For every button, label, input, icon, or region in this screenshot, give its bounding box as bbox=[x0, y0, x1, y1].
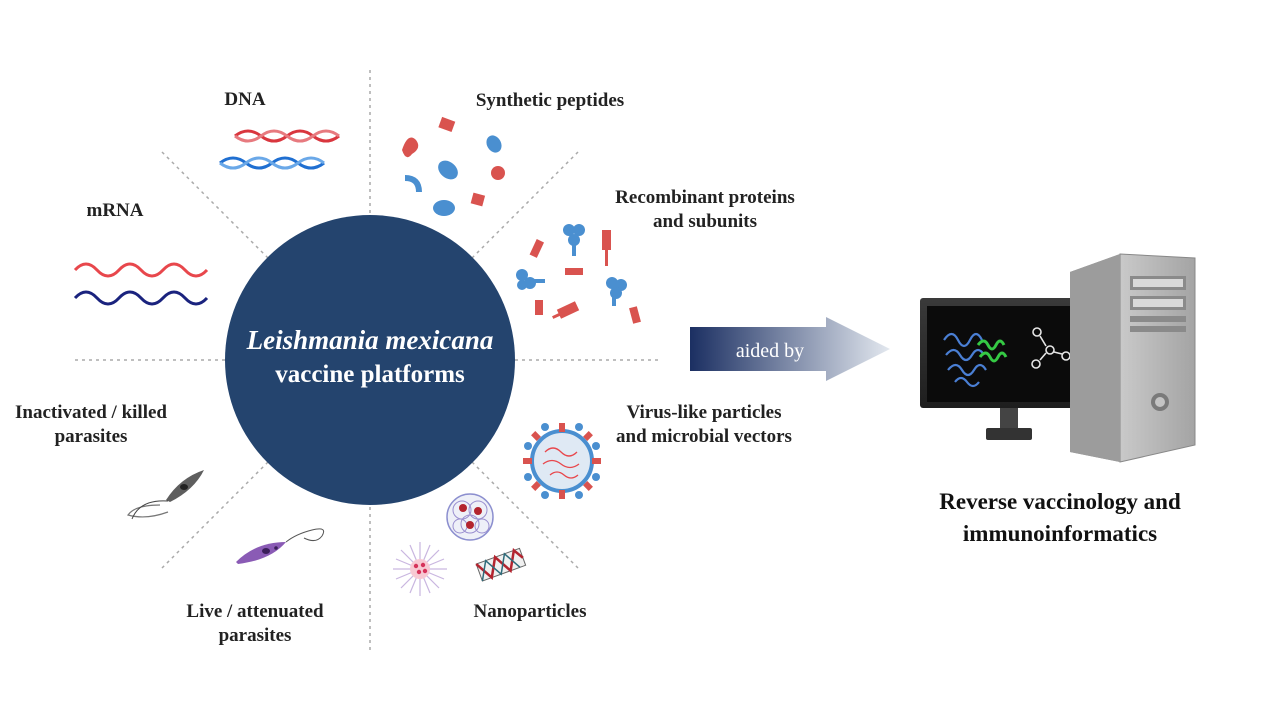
label-synthetic-peptides: Synthetic peptides bbox=[475, 90, 625, 111]
live-parasite-icon bbox=[236, 528, 325, 564]
computer-monitor-icon bbox=[920, 298, 1098, 440]
mrna-strand-icon bbox=[73, 262, 209, 306]
center-title-species: Leishmania mexicana bbox=[246, 325, 494, 355]
killed-parasite-icon bbox=[127, 470, 204, 520]
arrow-label: aided by bbox=[735, 340, 805, 362]
center-title: Leishmania mexicana vaccine platforms bbox=[225, 322, 515, 392]
dna-helix-icon bbox=[219, 129, 340, 170]
label-mrna: mRNA bbox=[86, 200, 144, 221]
center-title-subtitle: vaccine platforms bbox=[275, 361, 465, 388]
target-label: Reverse vaccinology and immunoinformatic… bbox=[880, 486, 1240, 550]
target-label-line2: immunoinformatics bbox=[962, 521, 1158, 546]
recombinant-protein-icon bbox=[516, 224, 641, 324]
label-dna: DNA bbox=[224, 89, 266, 110]
virus-like-particle-icon bbox=[523, 423, 601, 499]
label-live-parasites: Live / attenuated parasites bbox=[186, 601, 324, 646]
label-virus-like-particles: Virus-like particles and microbial vecto… bbox=[616, 402, 792, 447]
label-recombinant-proteins: Recombinant proteins and subunits bbox=[615, 187, 795, 232]
label-nanoparticles: Nanoparticles bbox=[473, 601, 587, 622]
label-inactivated-parasites: Inactivated / killed parasites bbox=[14, 402, 167, 447]
aided-by-arrow bbox=[690, 317, 890, 381]
divider-lines bbox=[75, 70, 660, 650]
peptide-icon bbox=[402, 116, 505, 216]
center-circle bbox=[225, 215, 515, 505]
pc-tower-icon bbox=[1070, 253, 1196, 463]
nanoparticle-icon bbox=[393, 493, 527, 596]
target-label-line1: Reverse vaccinology and bbox=[939, 489, 1181, 514]
